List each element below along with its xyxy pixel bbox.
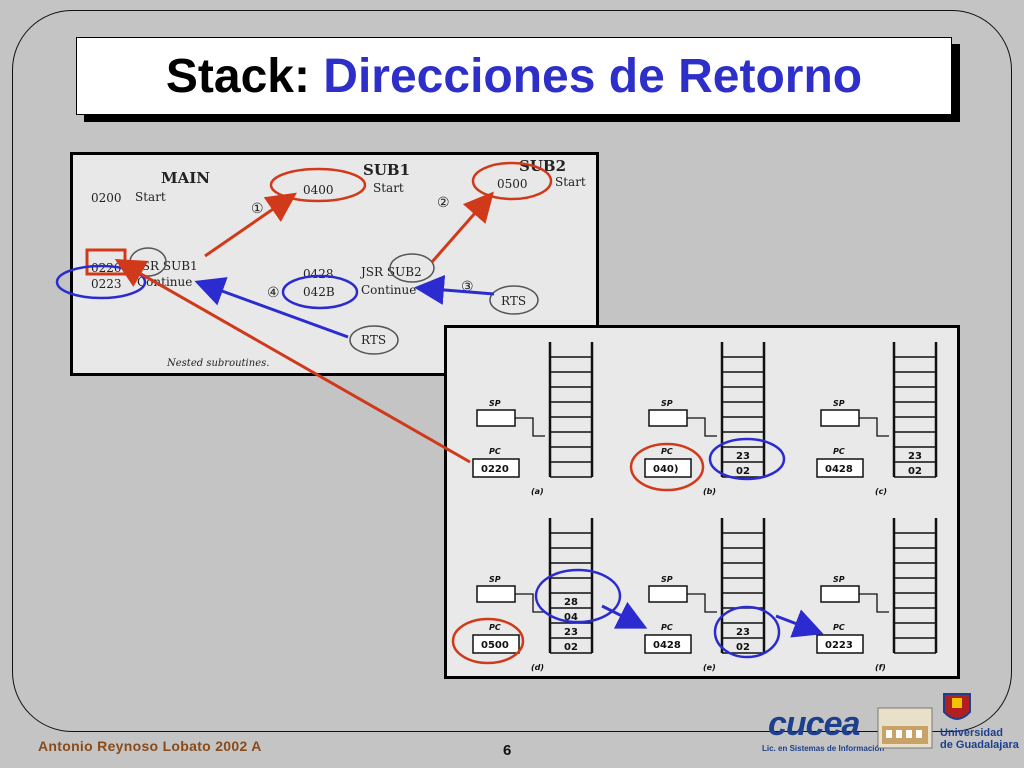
stack-cell-value: 23	[736, 627, 750, 638]
main-label: MAIN	[161, 169, 210, 187]
stack-cell-value: 04	[564, 612, 578, 623]
stack-cell-value: 02	[908, 466, 922, 477]
pc-register	[816, 458, 864, 478]
slide-frame	[12, 10, 1012, 732]
title-part2: Direcciones de Retorno	[323, 49, 863, 103]
sub2-label: SUB2	[519, 157, 567, 175]
cucea-logo: cucea	[768, 705, 860, 743]
pc-value: 0220	[481, 464, 509, 475]
main-jsr: JSR SUB1	[137, 259, 198, 273]
stack-cell-value: 02	[736, 642, 750, 653]
footer-author: Antonio Reynoso Lobato 2002 A	[38, 738, 262, 754]
main-cont-addr: 0223	[91, 277, 122, 291]
diagram-caption: Nested subroutines.	[167, 358, 270, 369]
main-jsr-addr: 0220	[91, 261, 122, 275]
sp-pointer-line	[859, 417, 889, 437]
panel-letter: (d)	[531, 663, 544, 672]
sp-register	[648, 409, 688, 427]
sp-label: SP	[489, 399, 501, 408]
udg-seal-icon	[943, 693, 971, 720]
sub1-rts: RTS	[361, 333, 387, 347]
sp-pointer-line	[515, 417, 545, 437]
main-cont: Continue	[137, 275, 193, 289]
panel-letter: (f)	[875, 663, 886, 672]
sp-register	[820, 585, 860, 603]
stack-cell-value: 23	[908, 451, 922, 462]
sp-label: SP	[661, 399, 673, 408]
pc-label: PC	[661, 447, 673, 456]
pc-label: PC	[489, 623, 501, 632]
title-part1: Stack:	[165, 49, 310, 103]
sub1-cont: Continue	[361, 283, 417, 297]
sp-label: SP	[833, 575, 845, 584]
udg-logo-text: Universidad de Guadalajara	[940, 727, 1019, 751]
stack-cell-value: 23	[564, 627, 578, 638]
udg-line2: de Guadalajara	[940, 739, 1019, 751]
pc-label: PC	[661, 623, 673, 632]
sp-register	[820, 409, 860, 427]
sub2-start: Start	[555, 175, 586, 189]
sub1-jsr-addr: 0428	[303, 267, 334, 281]
sp-register	[476, 409, 516, 427]
sub1-start-addr: 0400	[303, 183, 334, 197]
main-start: Start	[135, 190, 166, 204]
main-start-addr: 0200	[91, 191, 122, 205]
pc-register	[816, 634, 864, 654]
pc-label: PC	[489, 447, 501, 456]
step-2-marker: ②	[437, 195, 450, 211]
stack-cell-value: 02	[564, 642, 578, 653]
pc-label: PC	[833, 623, 845, 632]
pc-value: 040)	[653, 464, 678, 475]
pc-value: 0223	[825, 640, 853, 651]
udg-line1: Universidad	[940, 727, 1003, 739]
sub1-label: SUB1	[363, 161, 411, 179]
sp-label: SP	[661, 575, 673, 584]
stack-cell-value: 02	[736, 466, 750, 477]
pc-label: PC	[833, 447, 845, 456]
pc-value: 0428	[653, 640, 681, 651]
page-number: 6	[503, 742, 512, 759]
panel-letter: (a)	[531, 487, 544, 496]
stack-drawing: SPPC0220(a)SPPC040)2302(b)SPPC04282302(c…	[472, 342, 938, 672]
building-icon	[877, 707, 933, 749]
pc-register	[472, 458, 520, 478]
sp-pointer-line	[515, 593, 545, 613]
sp-label: SP	[489, 575, 501, 584]
sub2-rts: RTS	[501, 294, 527, 308]
pc-value: 0500	[481, 640, 509, 651]
step-3-marker: ③	[461, 279, 474, 295]
sub2-start-addr: 0500	[497, 177, 528, 191]
panel-letter: (e)	[703, 663, 716, 672]
pc-value: 0428	[825, 464, 853, 475]
stack-cell-value: 28	[564, 597, 578, 608]
step-1-marker: ①	[251, 201, 264, 217]
sub1-start: Start	[373, 181, 404, 195]
cucea-subtitle: Lic. en Sistemas de Información	[762, 744, 885, 753]
stack-cell-value: 23	[736, 451, 750, 462]
sp-label: SP	[833, 399, 845, 408]
slide-title: Stack: Direcciones de Retorno	[76, 37, 952, 115]
panel-letter: (c)	[875, 487, 887, 496]
sp-pointer-line	[859, 593, 889, 613]
panel-letter: (b)	[703, 487, 716, 496]
sub1-jsr: JSR SUB2	[361, 265, 422, 279]
sub1-cont-addr: 042B	[303, 285, 335, 299]
step-4-marker: ④	[267, 285, 280, 301]
sp-pointer-line	[687, 593, 717, 613]
sp-register	[476, 585, 516, 603]
sp-register	[648, 585, 688, 603]
sp-pointer-line	[687, 417, 717, 437]
pc-register	[644, 634, 692, 654]
